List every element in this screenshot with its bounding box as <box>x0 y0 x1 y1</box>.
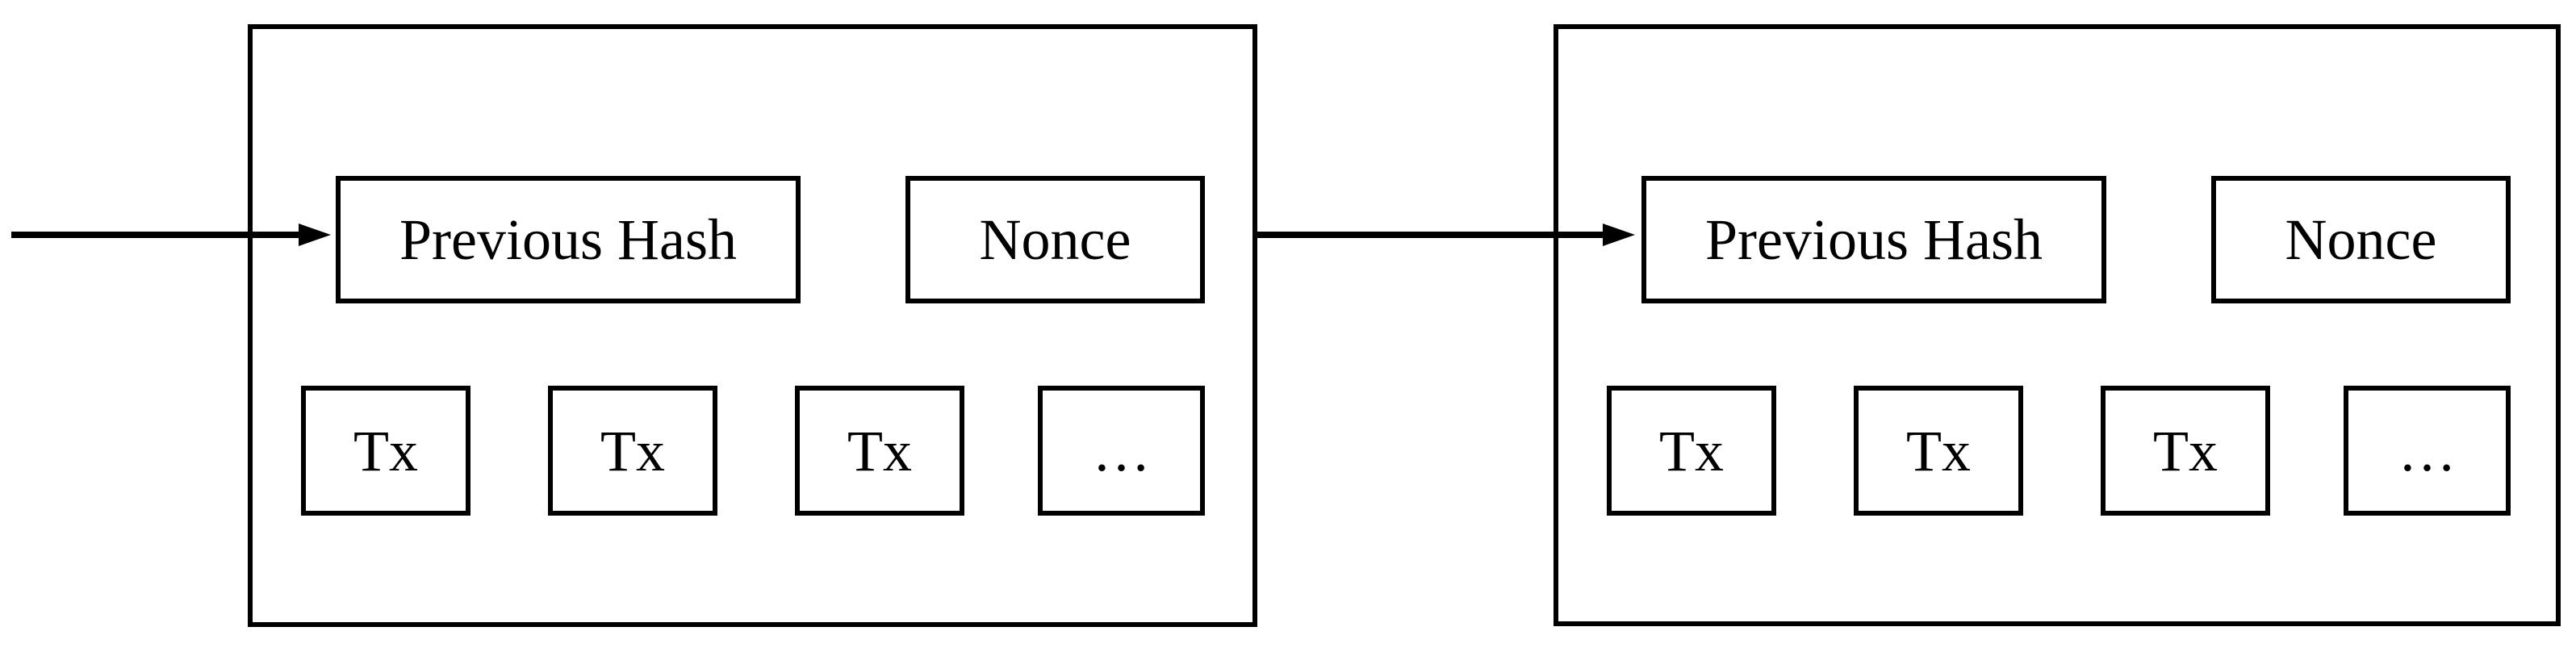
block-2-ellipsis-label: … <box>2398 418 2457 483</box>
block-2-more-tx-box: … <box>2344 386 2511 516</box>
block-2-tx-box-2: Tx <box>1854 386 2023 516</box>
block-2-tx-box-3: Tx <box>2101 386 2270 516</box>
block-1-previous-hash-label: Previous Hash <box>399 207 737 272</box>
block-2-nonce-box: Nonce <box>2211 176 2511 303</box>
block-2: Previous Hash Nonce Tx Tx Tx … <box>1554 24 2561 626</box>
block-1-tx-box-3: Tx <box>795 386 964 516</box>
block-1-tx-label-1: Tx <box>353 418 418 483</box>
block-1: Previous Hash Nonce Tx Tx Tx … <box>248 24 1257 627</box>
block-2-tx-label-2: Tx <box>1906 418 1971 483</box>
block-1-nonce-box: Nonce <box>905 176 1205 303</box>
block-1-previous-hash-box: Previous Hash <box>336 176 801 303</box>
block-1-tx-label-2: Tx <box>600 418 665 483</box>
block-1-nonce-label: Nonce <box>979 207 1131 272</box>
block-2-tx-label-3: Tx <box>2153 418 2218 483</box>
block-1-ellipsis-label: … <box>1092 418 1151 483</box>
block-1-more-tx-box: … <box>1038 386 1205 516</box>
block-1-tx-box-2: Tx <box>548 386 717 516</box>
block-2-tx-label-1: Tx <box>1659 418 1724 483</box>
block-2-tx-box-1: Tx <box>1607 386 1776 516</box>
block-1-tx-box-1: Tx <box>301 386 470 516</box>
block-2-previous-hash-label: Previous Hash <box>1705 207 2043 272</box>
block-2-previous-hash-box: Previous Hash <box>1641 176 2106 303</box>
block-1-tx-label-3: Tx <box>847 418 912 483</box>
block-2-nonce-label: Nonce <box>2285 207 2437 272</box>
